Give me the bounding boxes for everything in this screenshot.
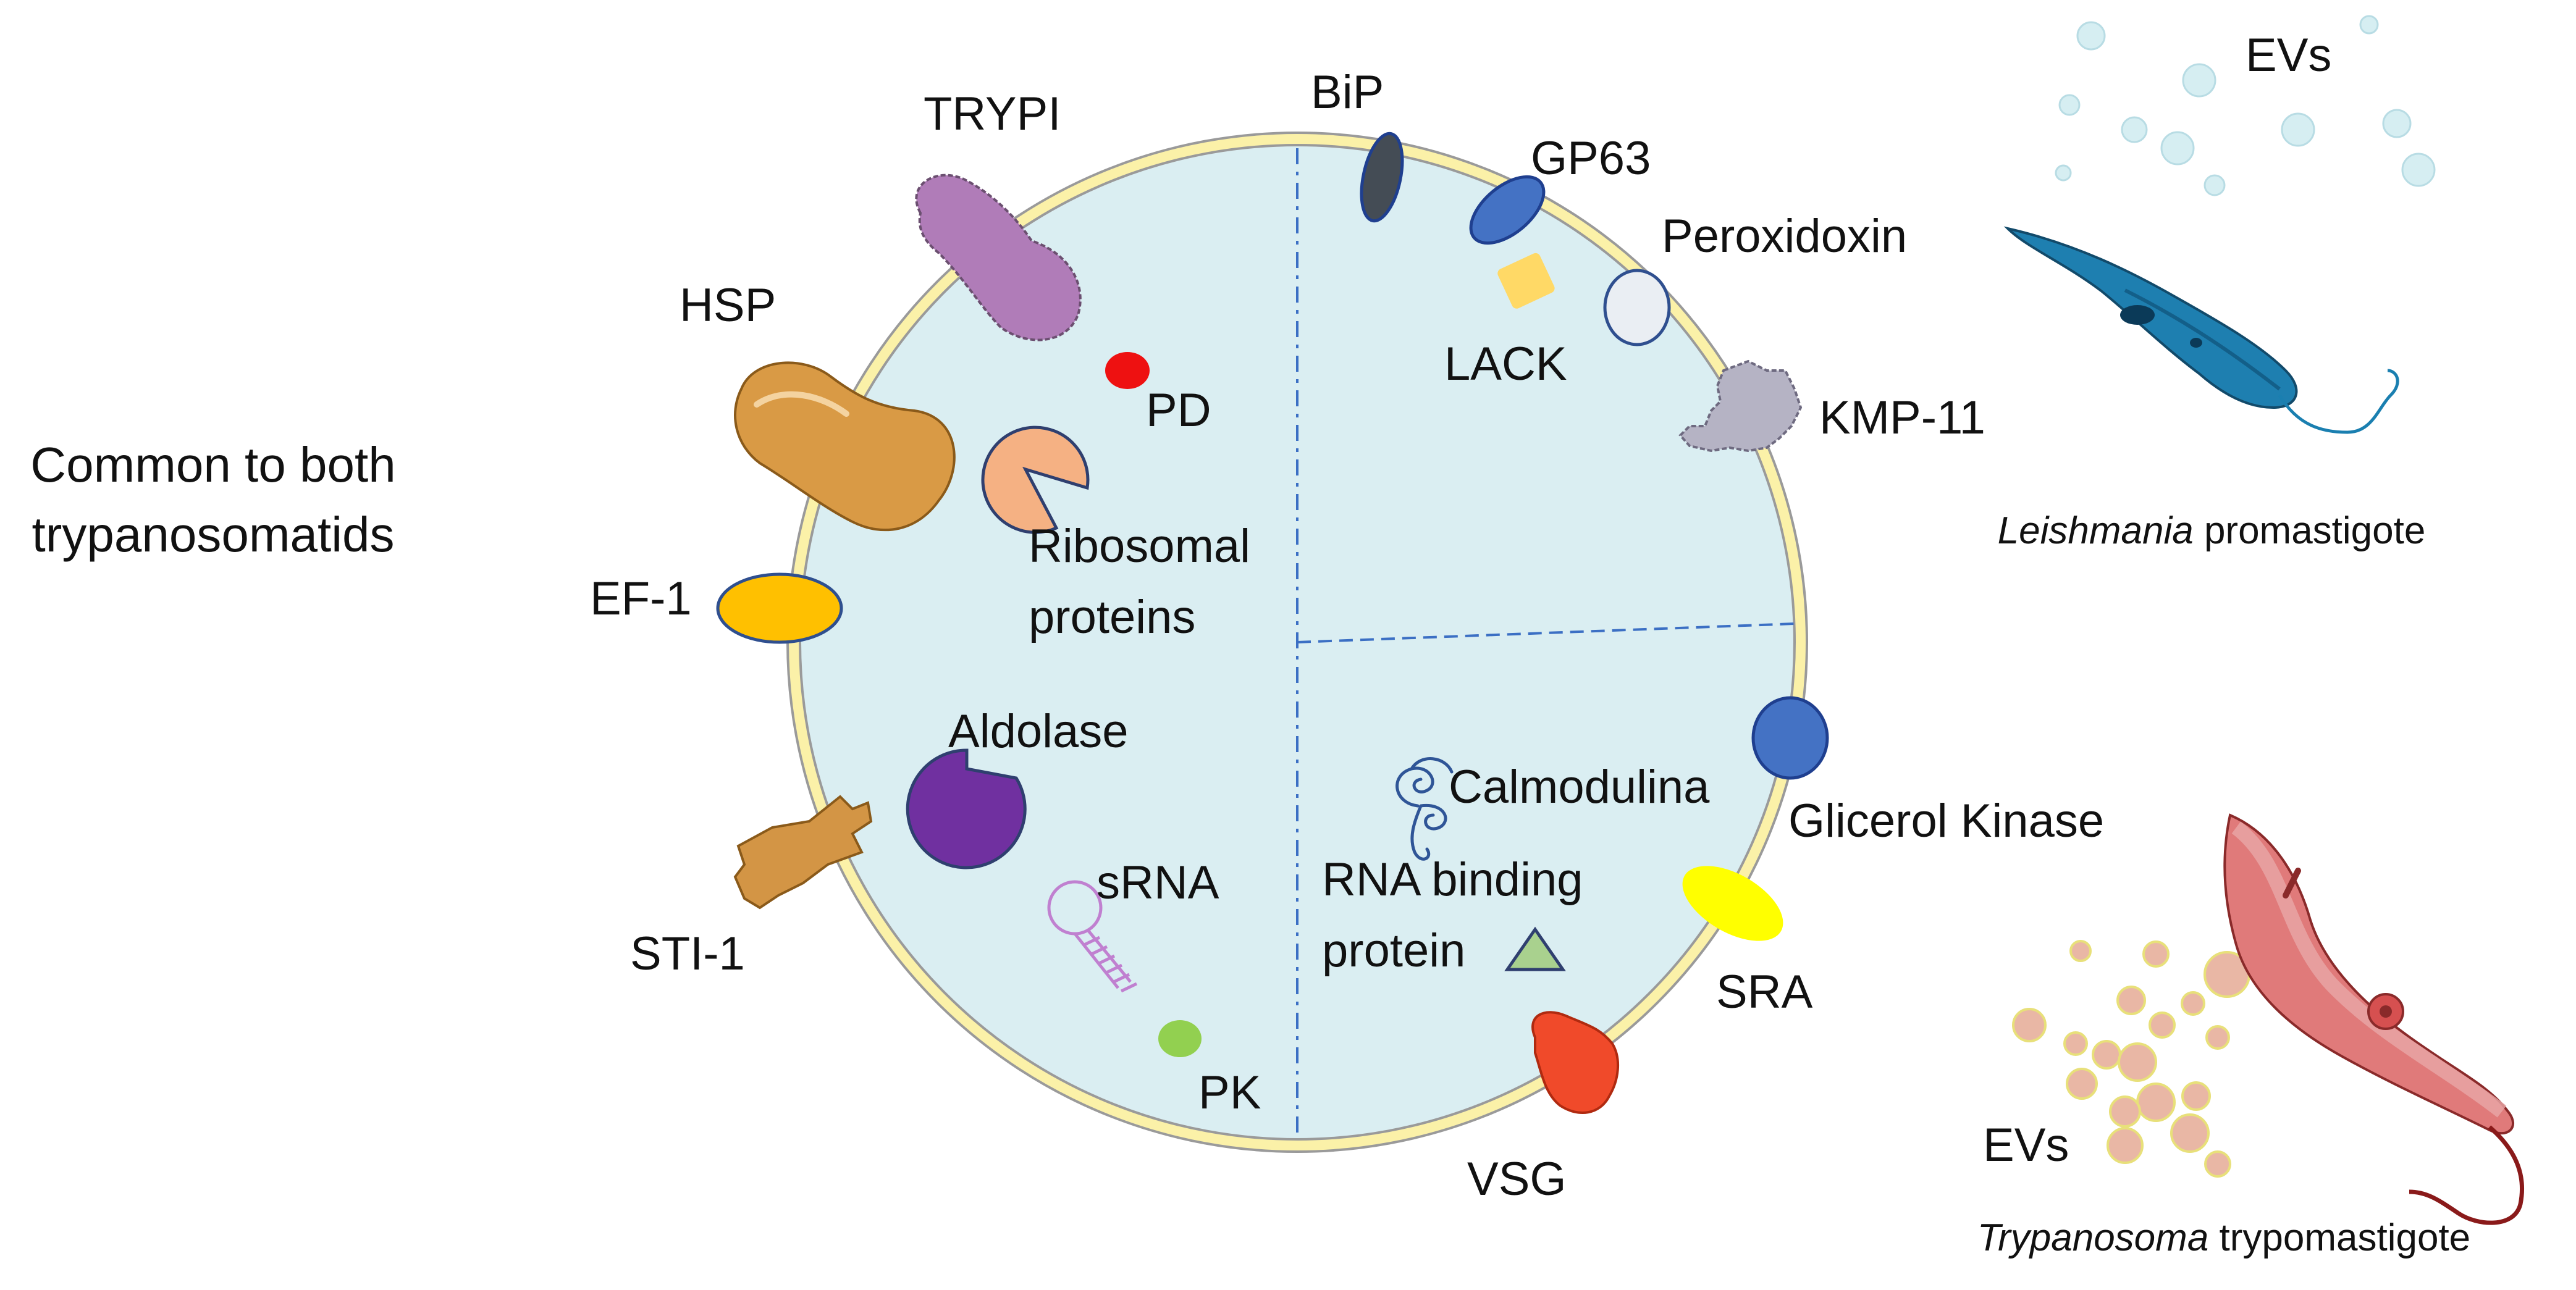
ev-vesicle [2182,63,2216,98]
ev-vesicle [2142,940,2170,968]
hsp-label: HSP [680,279,776,332]
common-label-line2: trypanosomatids [32,507,395,562]
sti1-protein-shape [733,795,873,910]
ev-vesicle [2149,1011,2176,1039]
ev-vesicle [2160,131,2195,165]
ev-vesicle [2109,1095,2141,1128]
pd-shape [1105,352,1150,389]
trypanosoma-evs [2012,940,2250,1178]
trypanosoma-caption: Trypanosoma trypomastigote [1977,1217,2470,1259]
sti1-label: STI-1 [630,928,745,980]
ev-vesicle [2012,1008,2047,1042]
sra-label: SRA [1716,966,1813,1018]
aldolase-shape [906,748,1027,869]
lack-protein-shape [1497,253,1555,309]
leishmania-nucleus [2120,305,2155,325]
pd-label: PD [1146,384,1211,437]
srna-shape [1047,880,1138,993]
ev-vesicle [2116,986,2146,1015]
ev-vesicle [2066,1068,2098,1100]
ev-vesicle [2204,1150,2231,1178]
ev-vesicle [2205,1025,2230,1050]
gp63-label: GP63 [1531,132,1651,185]
rna-binding-protein-shape [1504,926,1566,971]
leishmania-evs [2055,15,2436,196]
ev-vesicle [2063,1031,2088,1056]
ef1-protein-shape [716,572,843,644]
ev-vesicle [2058,94,2081,116]
leishmania-caption: Leishmania promastigote [1998,509,2426,552]
leishmania-caption-stage: promastigote [2194,509,2426,552]
calmodulina-label: Calmodulina [1449,761,1710,813]
ev-vesicle [2181,991,2205,1016]
evs-top-label: EVs [2246,29,2331,82]
vsg-protein-shape [1531,1011,1620,1114]
leishmania-group [2003,15,2436,434]
ef1-label: EF-1 [590,572,692,625]
vsg-label: VSG [1467,1153,1567,1205]
ev-vesicle [2118,1042,2157,1082]
trypi-label: TRYPI [924,88,1061,140]
ev-vesicle [2359,15,2379,35]
ev-vesicle [2382,109,2412,138]
pk-shape [1158,1020,1202,1057]
trypanosoma-group [2012,813,2525,1225]
ev-vesicle [2069,940,2092,962]
kmp11-protein-shape [1678,359,1803,453]
calmodulina-shape [1395,757,1454,861]
trypanosoma-body [2223,813,2515,1135]
ev-vesicle [2170,1113,2210,1153]
ribosomal-label-line1: Ribosomal [1029,520,1250,572]
glicerol-kinase-protein-shape [1751,696,1829,780]
ev-vesicle [2136,1083,2176,1122]
ev-vesicle [2107,1127,2144,1164]
leishmania-caption-genus: Leishmania [1998,509,2194,552]
trypi-protein-shape [915,174,1082,341]
ev-vesicle [2055,164,2072,182]
peroxidoxin-protein-shape [1603,269,1671,346]
common-label-line1: Common to both [30,437,395,492]
cell [786,132,1808,1153]
trypanosoma-undulating-membrane [2231,821,2507,1118]
hsp-protein-shape [734,361,956,532]
rna-binding-label-line2: protein [1322,924,1465,977]
ev-vesicle [2281,112,2315,147]
lack-label: LACK [1444,338,1567,390]
gp63-protein-shape [1469,175,1546,245]
kmp11-label: KMP-11 [1819,392,1985,444]
ev-vesicle [2203,174,2226,196]
peroxidoxin-label: Peroxidoxin [1662,210,1907,262]
ev-vesicle [2401,153,2436,187]
ev-vesicle [2121,116,2148,143]
trypanosoma-caption-stage: trypomastigote [2208,1217,2470,1259]
aldolase-label: Aldolase [948,705,1129,758]
pk-label: PK [1198,1066,1261,1119]
bip-label: BiP [1311,66,1384,119]
ribosomal-proteins-shape [981,425,1090,534]
rna-binding-label-line1: RNA binding [1322,853,1583,906]
trypanosoma-caption-genus: Trypanosoma [1977,1217,2208,1259]
ev-vesicle [2076,21,2106,51]
evs-bottom-label: EVs [1983,1119,2069,1171]
glicerol-kinase-label: Glicerol Kinase [1788,795,2104,847]
trypanosoma-flagellum [2409,1125,2525,1225]
sra-protein-shape [1682,866,1783,941]
ev-vesicle [2181,1081,2211,1111]
ev-vesicle [2092,1040,2121,1070]
ribosomal-label-line2: proteins [1029,591,1195,643]
bip-protein-shape [1360,132,1404,223]
srna-label: sRNA [1096,857,1219,909]
leishmania-flagellum [2278,369,2399,434]
